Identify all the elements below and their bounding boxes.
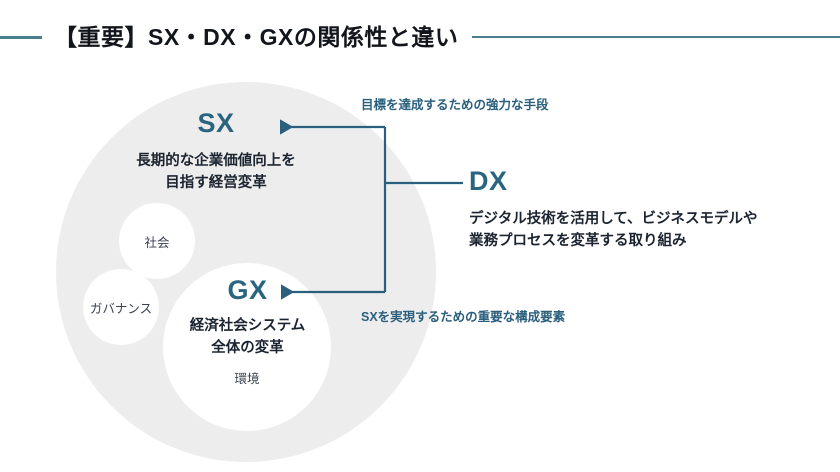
node-sx-desc-line2: 目指す経営変革 <box>165 175 267 192</box>
bubble-environment-label: 環境 <box>234 372 260 386</box>
node-dx: DX デジタル技術を活用して、ビジネスモデルや 業務プロセスを変革する取り組み <box>469 168 829 253</box>
node-dx-desc-line1: デジタル技術を活用して、ビジネスモデルや <box>469 211 758 227</box>
node-gx-desc-line2: 全体の変革 <box>211 340 284 357</box>
node-dx-description: デジタル技術を活用して、ビジネスモデルや 業務プロセスを変革する取り組み <box>469 208 829 253</box>
title-rule-right <box>472 36 840 38</box>
title-rule-left <box>0 35 42 39</box>
bubble-society-label: 社会 <box>144 235 170 250</box>
bubble-society: 社会 <box>119 203 195 279</box>
annotation-dx-to-gx: SXを実現するための重要な構成要素 <box>361 310 566 324</box>
node-gx-key: GX <box>227 275 268 305</box>
node-sx: SX 長期的な企業価値向上を 目指す経営変革 <box>56 110 376 195</box>
node-sx-desc-line1: 長期的な企業価値向上を <box>136 153 296 169</box>
page-title: 【重要】SX・DX・GXの関係性と違い <box>54 23 459 50</box>
bubble-governance-label: ガバナンス <box>89 301 153 316</box>
node-dx-desc-line2: 業務プロセスを変革する取り組み <box>469 233 687 250</box>
node-sx-key: SX <box>197 108 235 138</box>
node-gx-description: 経済社会システム 全体の変革 <box>115 315 380 360</box>
annotation-dx-to-sx: 目標を達成するための強力な手段 <box>361 98 549 112</box>
node-gx-desc-line1: 経済社会システム <box>189 318 306 334</box>
node-gx: GX 経済社会システム 全体の変革 <box>115 277 380 360</box>
node-dx-key: DX <box>469 166 508 196</box>
header: 【重要】SX・DX・GXの関係性と違い <box>0 22 840 52</box>
node-sx-description: 長期的な企業価値向上を 目指す経営変革 <box>56 150 376 195</box>
bubble-governance: ガバナンス <box>83 269 159 345</box>
